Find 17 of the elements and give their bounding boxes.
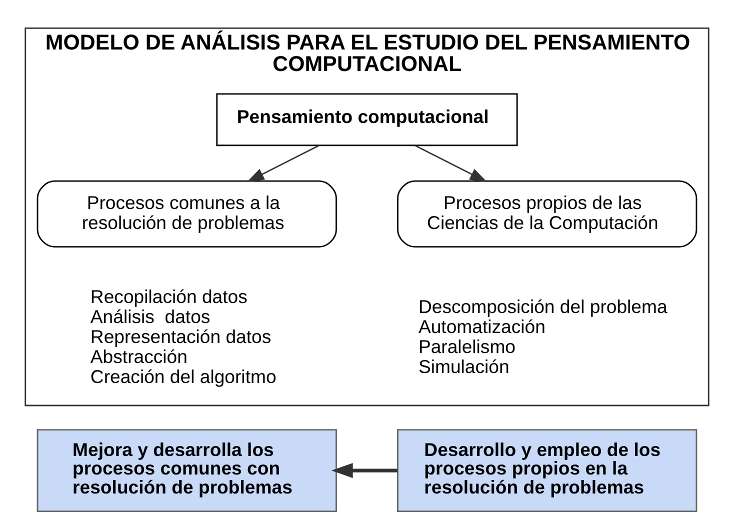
label: Abstracción — [90, 346, 188, 367]
label: Descomposición del problema — [418, 296, 668, 317]
label: Representación datos — [90, 326, 272, 347]
label: Creación del algoritmo — [90, 366, 276, 387]
arrow — [331, 462, 398, 478]
label: Paralelismo — [418, 336, 516, 357]
label: Recopilación datos — [90, 286, 248, 307]
label: Simulación — [418, 356, 510, 377]
node-box: Pensamiento computacional — [216, 92, 518, 146]
node-box: Procesos propios de las Ciencias de la Computación — [397, 180, 698, 248]
node-box: Desarrollo y empleo de los procesos propios en la resolución de problemas — [397, 428, 698, 512]
node-box: Procesos comunes a la resolución de problemas — [36, 180, 337, 248]
label: Automatización — [418, 316, 546, 337]
arrow — [414, 144, 488, 182]
label: Análisis datos — [90, 306, 210, 327]
arrow — [246, 144, 320, 182]
node-box: Mejora y desarrolla los procesos comunes con resolución de problemas — [36, 428, 337, 512]
